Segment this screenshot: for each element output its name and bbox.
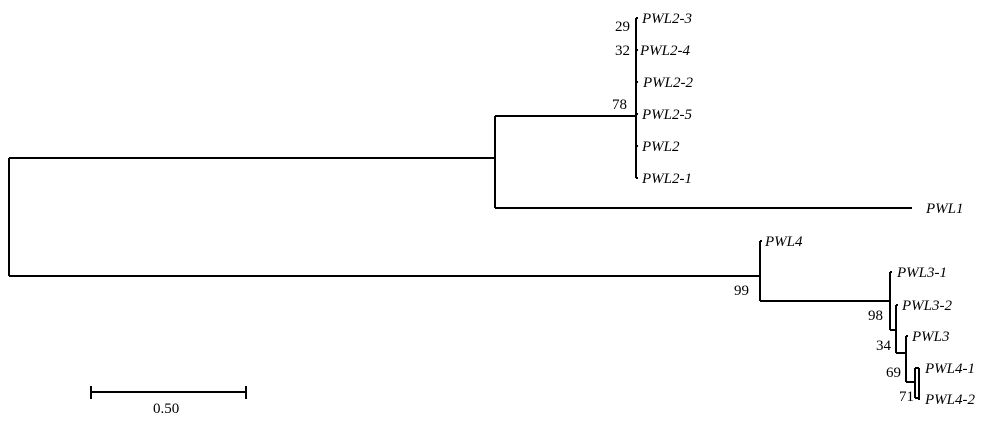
support-pwl3-2: 98 [868, 308, 883, 324]
support-pwl2-4: 32 [615, 43, 630, 59]
tip-label-pwl2-4: PWL2-4 [639, 43, 690, 59]
support-pwl2-5: 78 [612, 97, 627, 113]
tip-label-pwl2-2: PWL2-2 [642, 75, 693, 91]
tip-label-pwl2-1: PWL2-1 [641, 171, 692, 187]
tip-label-pwl4-1: PWL4-1 [924, 361, 975, 377]
tip-label-pwl3: PWL3 [911, 329, 950, 345]
tip-label-pwl2: PWL2 [641, 139, 680, 155]
tip-label-pwl1: PWL1 [925, 201, 964, 217]
support-values: 29 32 78 99 98 34 69 71 [612, 19, 914, 405]
tip-label-pwl3-2: PWL3-2 [901, 298, 952, 314]
scale-bar-label: 0.50 [153, 401, 179, 417]
tip-label-pwl2-5: PWL2-5 [641, 107, 692, 123]
support-pwl2-3: 29 [615, 19, 630, 35]
support-pwl4: 99 [734, 283, 749, 299]
tip-label-pwl3-1: PWL3-1 [896, 265, 947, 281]
tree-branches [8, 17, 920, 400]
tip-label-pwl2-3: PWL2-3 [641, 11, 692, 27]
tip-labels: PWL2-3 PWL2-4 PWL2-2 PWL2-5 PWL2 PWL2-1 … [639, 11, 975, 408]
support-pwl4-1: 69 [886, 365, 901, 381]
tip-label-pwl4: PWL4 [764, 234, 803, 250]
scale-bar: 0.50 [90, 386, 247, 417]
support-pwl4-2: 71 [899, 389, 914, 405]
tip-label-pwl4-2: PWL4-2 [924, 392, 975, 408]
support-pwl3: 34 [876, 338, 892, 354]
